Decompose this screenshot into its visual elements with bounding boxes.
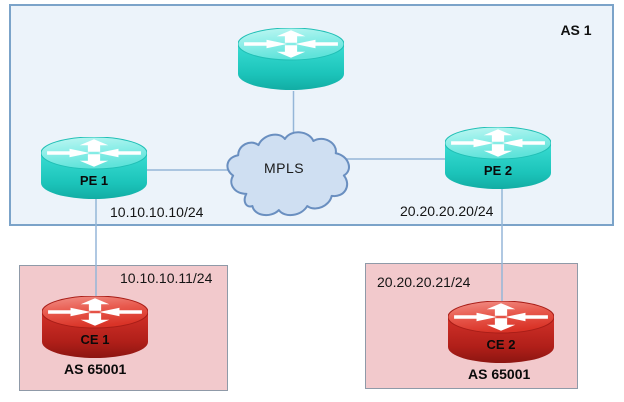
mpls-cloud-label: MPLS [263,160,305,176]
router-ce2: CE 2 [448,301,554,365]
ip-label-pe1: 10.10.10.10/24 [110,204,204,220]
site-label-as65001-left: AS 65001 [64,361,127,377]
router-icon [41,137,147,199]
cloud-shape [226,131,350,217]
router-pe2: PE 2 [445,127,551,191]
ip-label-ce1: 10.10.10.11/24 [120,270,213,286]
router-ce1-label: CE 1 [80,332,110,347]
router-icon [238,28,344,90]
ip-label-ce2: 20.20.20.21/24 [377,274,471,290]
router-ce2-label: CE 2 [486,337,516,352]
router-icon [42,296,148,358]
router-pe2-label: PE 2 [483,163,513,178]
mpls-cloud: MPLS [226,126,352,219]
as1-label: AS 1 [560,22,592,38]
router-pe1: PE 1 [41,137,147,201]
router-ce1: CE 1 [42,296,148,360]
router-icon [448,301,554,363]
router-icon [445,127,551,189]
router-p-core [238,28,344,92]
ip-label-pe2: 20.20.20.20/24 [400,203,494,219]
router-pe1-label: PE 1 [79,173,109,188]
site-label-as65001-right: AS 65001 [468,366,531,382]
